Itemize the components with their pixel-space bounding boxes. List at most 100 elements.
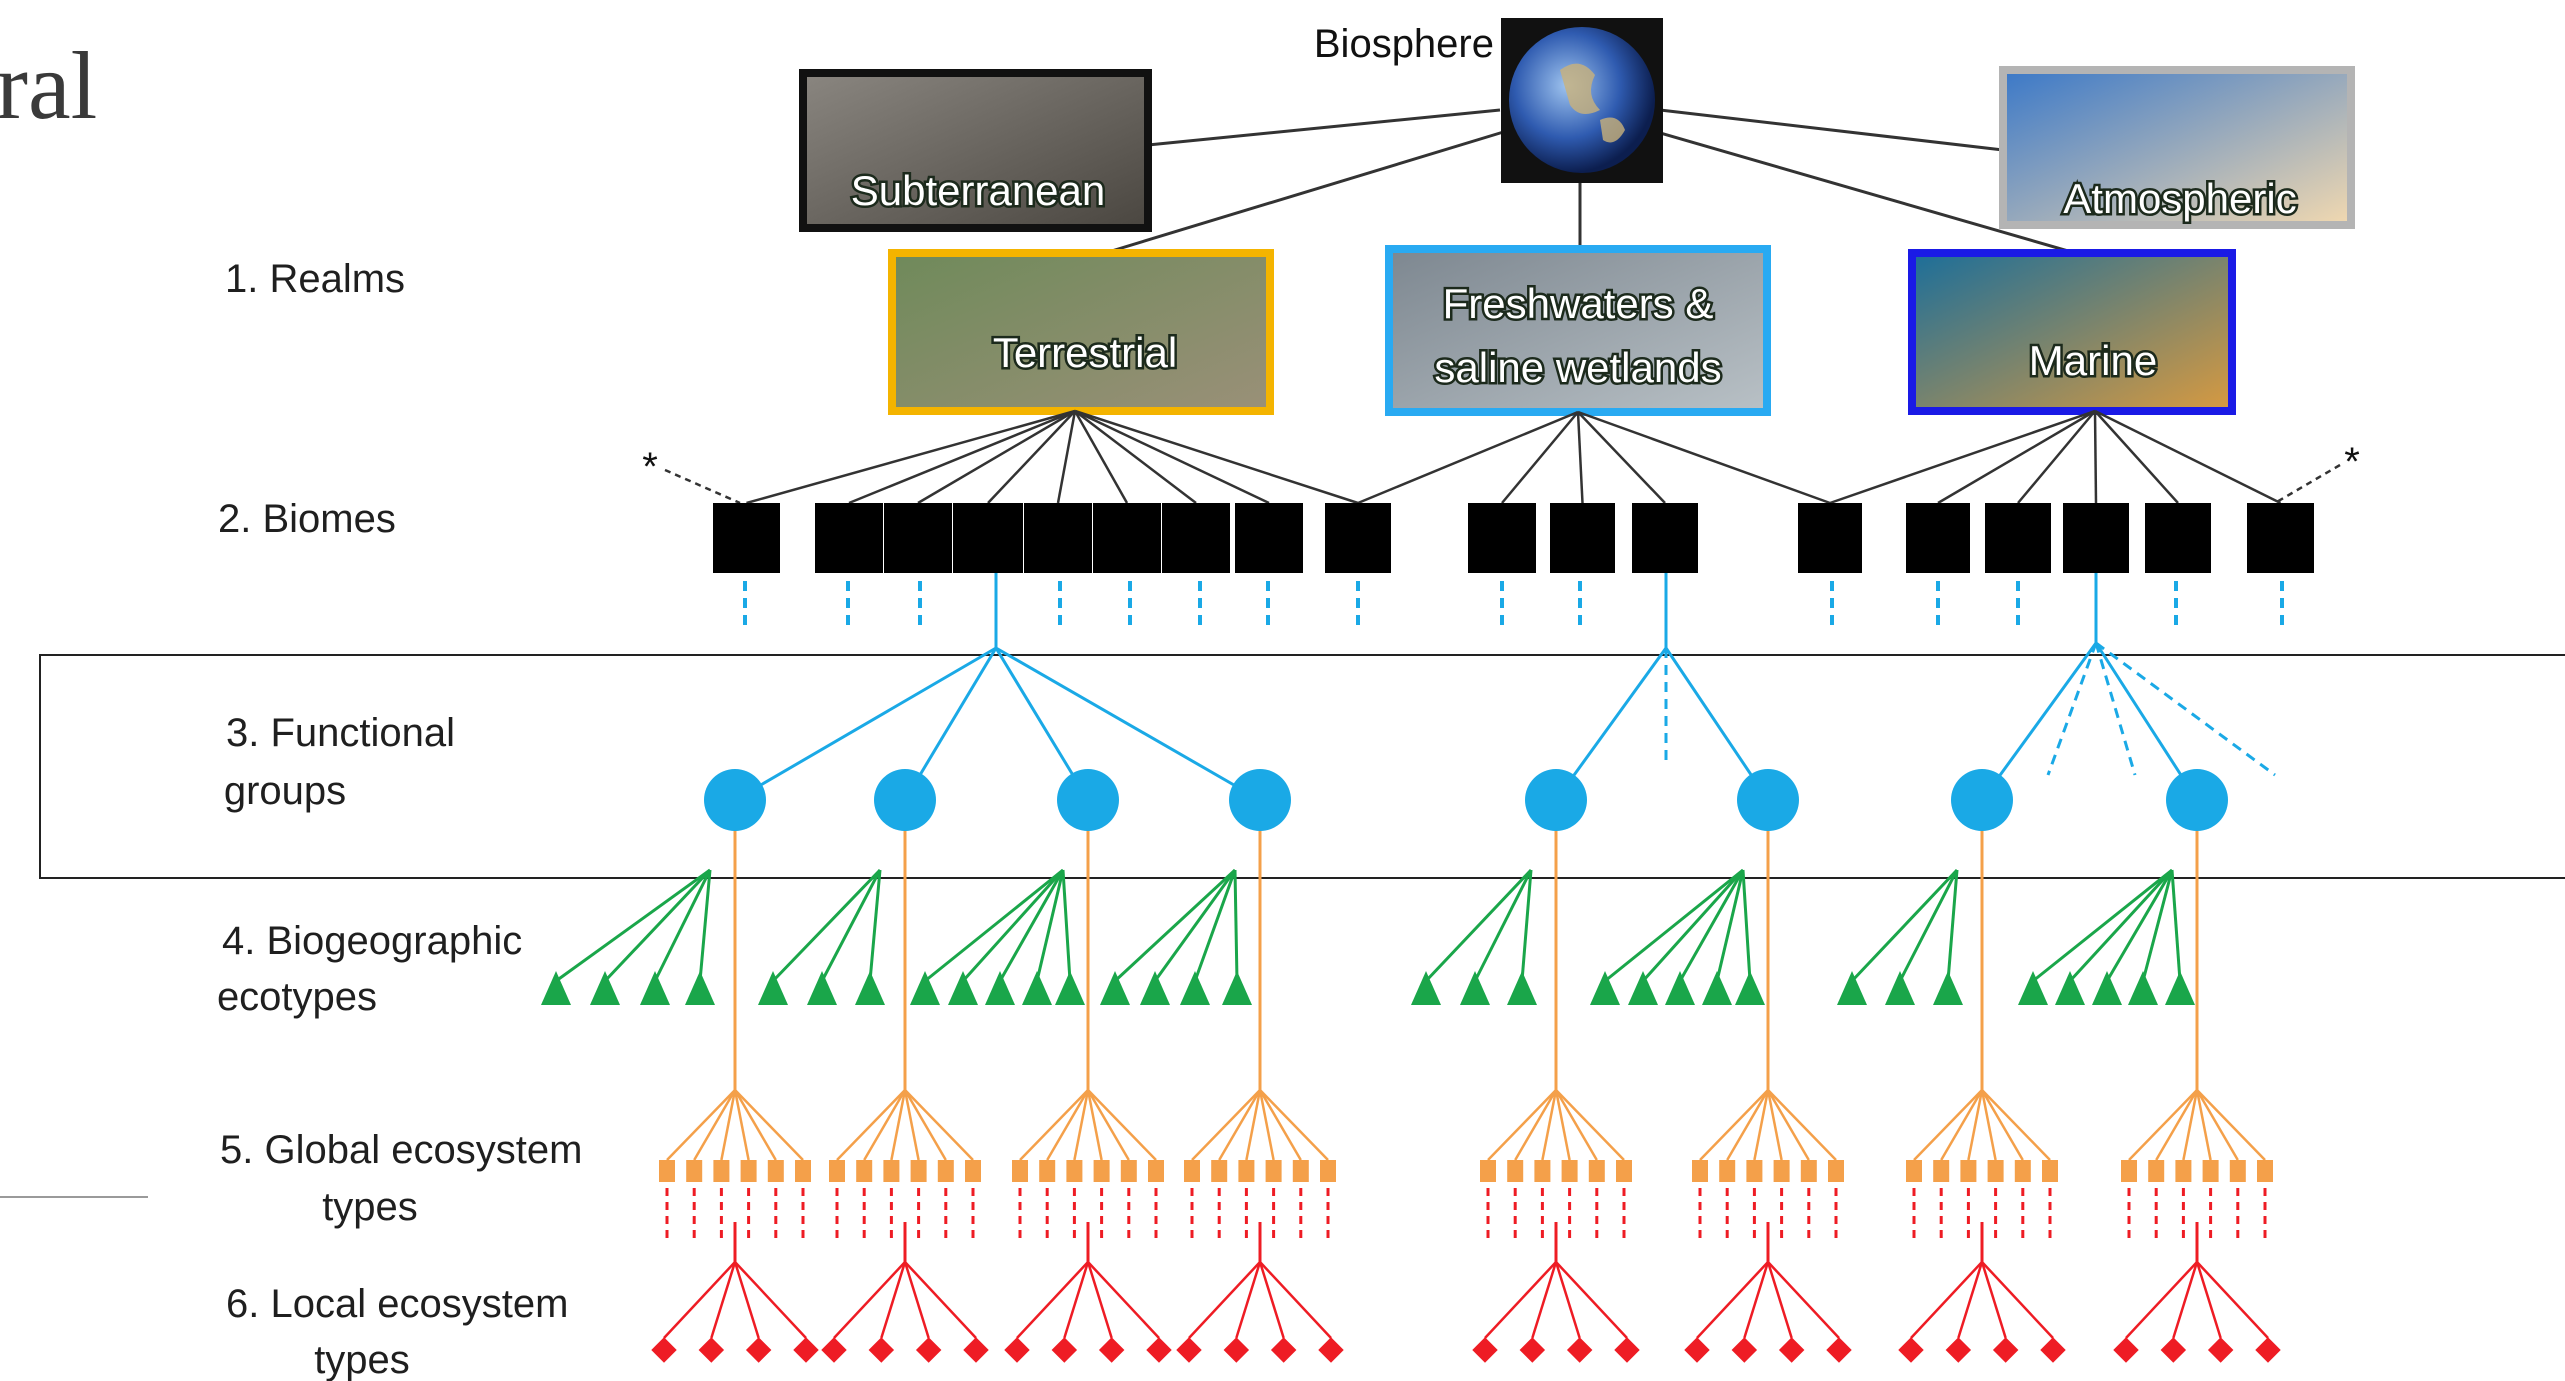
global-type-box [2229, 1160, 2246, 1182]
global-type-branch-line [1980, 1089, 1997, 1161]
global-type-branch-line [1981, 1089, 2051, 1161]
local-type-diamond [1992, 1337, 2019, 1363]
local-type-branch-line [663, 1261, 736, 1339]
ecotype-branch-line [1153, 869, 1237, 982]
global-type-branch-line [1258, 1089, 1302, 1161]
local-type-diamond [2040, 1337, 2066, 1363]
ecotype-branch-line [1424, 868, 1533, 983]
connector-line [1074, 409, 1359, 505]
biome-box [1162, 503, 1230, 573]
ecotype-branch-line [1715, 869, 1745, 982]
ecotype-branch-line [961, 868, 1065, 983]
ecotype-triangle [1100, 971, 1130, 1005]
local-type-diamond [793, 1337, 819, 1363]
local-type-diamond [821, 1337, 847, 1363]
global-type-box [659, 1160, 675, 1182]
earth-land-icon [1600, 117, 1625, 143]
local-type-branch-line [1767, 1261, 1840, 1339]
ecotype-triangle [1665, 971, 1695, 1005]
ecotype-triangle [1411, 971, 1441, 1005]
ecotype-branch-line [1898, 869, 1959, 982]
global-type-box [1746, 1160, 1763, 1182]
functional-group-circle [1057, 769, 1119, 831]
global-type-box [1211, 1160, 1228, 1182]
local-type-diamond [1004, 1337, 1030, 1363]
ecotype-triangle [1702, 971, 1732, 1005]
global-type-box [937, 1160, 954, 1182]
ecotype-triangle [1837, 971, 1867, 1005]
global-type-box [910, 1160, 927, 1182]
local-type-branch-line [1259, 1261, 1332, 1339]
biome-box [2063, 503, 2129, 573]
ecotype-branch-line [603, 868, 712, 983]
local-type-diamond [1098, 1337, 1125, 1363]
global-type-box [795, 1160, 811, 1182]
connector-line [848, 409, 1076, 505]
fg-branch-line [995, 646, 1261, 802]
connector-line [746, 409, 1076, 505]
ecotype-triangle [758, 971, 788, 1005]
local-type-branch-line [1188, 1261, 1261, 1339]
ecotype-triangle [2165, 971, 2195, 1005]
ecotype-triangle [541, 971, 571, 1005]
global-type-branch-line [1259, 1089, 1329, 1161]
ecotype-branch-line [1061, 869, 1072, 982]
ecotype-triangle [2128, 971, 2158, 1005]
global-type-branch-line [1726, 1089, 1770, 1161]
ecotype-triangle [2018, 971, 2048, 1005]
biome-box [2145, 503, 2211, 573]
level-label-global-ecosystem-types: types [322, 1185, 418, 1229]
local-type-diamond [1176, 1337, 1202, 1363]
global-type-box [1093, 1160, 1110, 1182]
ecotype-triangle [685, 971, 715, 1005]
global-type-branch-line [836, 1089, 906, 1161]
local-type-diamond [1472, 1337, 1498, 1363]
fg-branch-line [1980, 642, 2098, 801]
local-type-diamond [1270, 1337, 1297, 1363]
global-type-box [1320, 1160, 1336, 1182]
ecotype-triangle [1180, 971, 1210, 1005]
fg-branch-line [2094, 642, 2199, 801]
local-type-branch-line [2196, 1261, 2269, 1339]
local-type-branch-line [880, 1261, 907, 1339]
global-type-box [1987, 1160, 2004, 1182]
local-type-branch-line [1063, 1261, 1090, 1339]
local-type-diamond [2113, 1337, 2139, 1363]
ecotype-branch-line [1946, 869, 1959, 982]
realm-box-subterranean [799, 69, 1152, 232]
global-type-branch-line [1086, 1089, 1103, 1161]
fg-dashed-stub [2046, 642, 2098, 776]
global-type-box [1588, 1160, 1605, 1182]
ecotype-triangle [1885, 971, 1915, 1005]
global-type-branch-line [1487, 1089, 1557, 1161]
local-type-diamond [1614, 1337, 1640, 1363]
biome-box [1632, 503, 1698, 573]
global-type-box [1561, 1160, 1578, 1182]
level-label-functional-groups: 3. Functional [226, 711, 455, 755]
global-type-box [2202, 1160, 2219, 1182]
ecotype-branch-line [1473, 869, 1533, 982]
global-type-branch-line [1218, 1089, 1262, 1161]
biome-box [1093, 503, 1161, 573]
ecotype-triangle [2092, 971, 2122, 1005]
ecotype-branch-line [1850, 868, 1959, 983]
ecotype-triangle [985, 971, 1015, 1005]
ecotype-branch-line [1035, 869, 1065, 982]
ecotype-branch-line [1604, 868, 1744, 983]
ecotype-branch-line [924, 868, 1064, 983]
ecotype-branch-line [2032, 868, 2173, 983]
local-type-diamond [745, 1337, 772, 1363]
global-type-branch-line [1073, 1089, 1090, 1161]
global-type-box [829, 1160, 845, 1182]
global-type-branch-line [1087, 1089, 1157, 1161]
local-type-branch-line [2195, 1261, 2222, 1339]
ecotype-triangle [1140, 971, 1170, 1005]
local-type-branch-line [1484, 1261, 1557, 1339]
functional-group-circle [1951, 769, 2013, 831]
functional-group-circle [704, 769, 766, 831]
global-type-branch-line [1046, 1089, 1090, 1161]
biome-box [1985, 503, 2051, 573]
connector-line [1937, 409, 2096, 505]
